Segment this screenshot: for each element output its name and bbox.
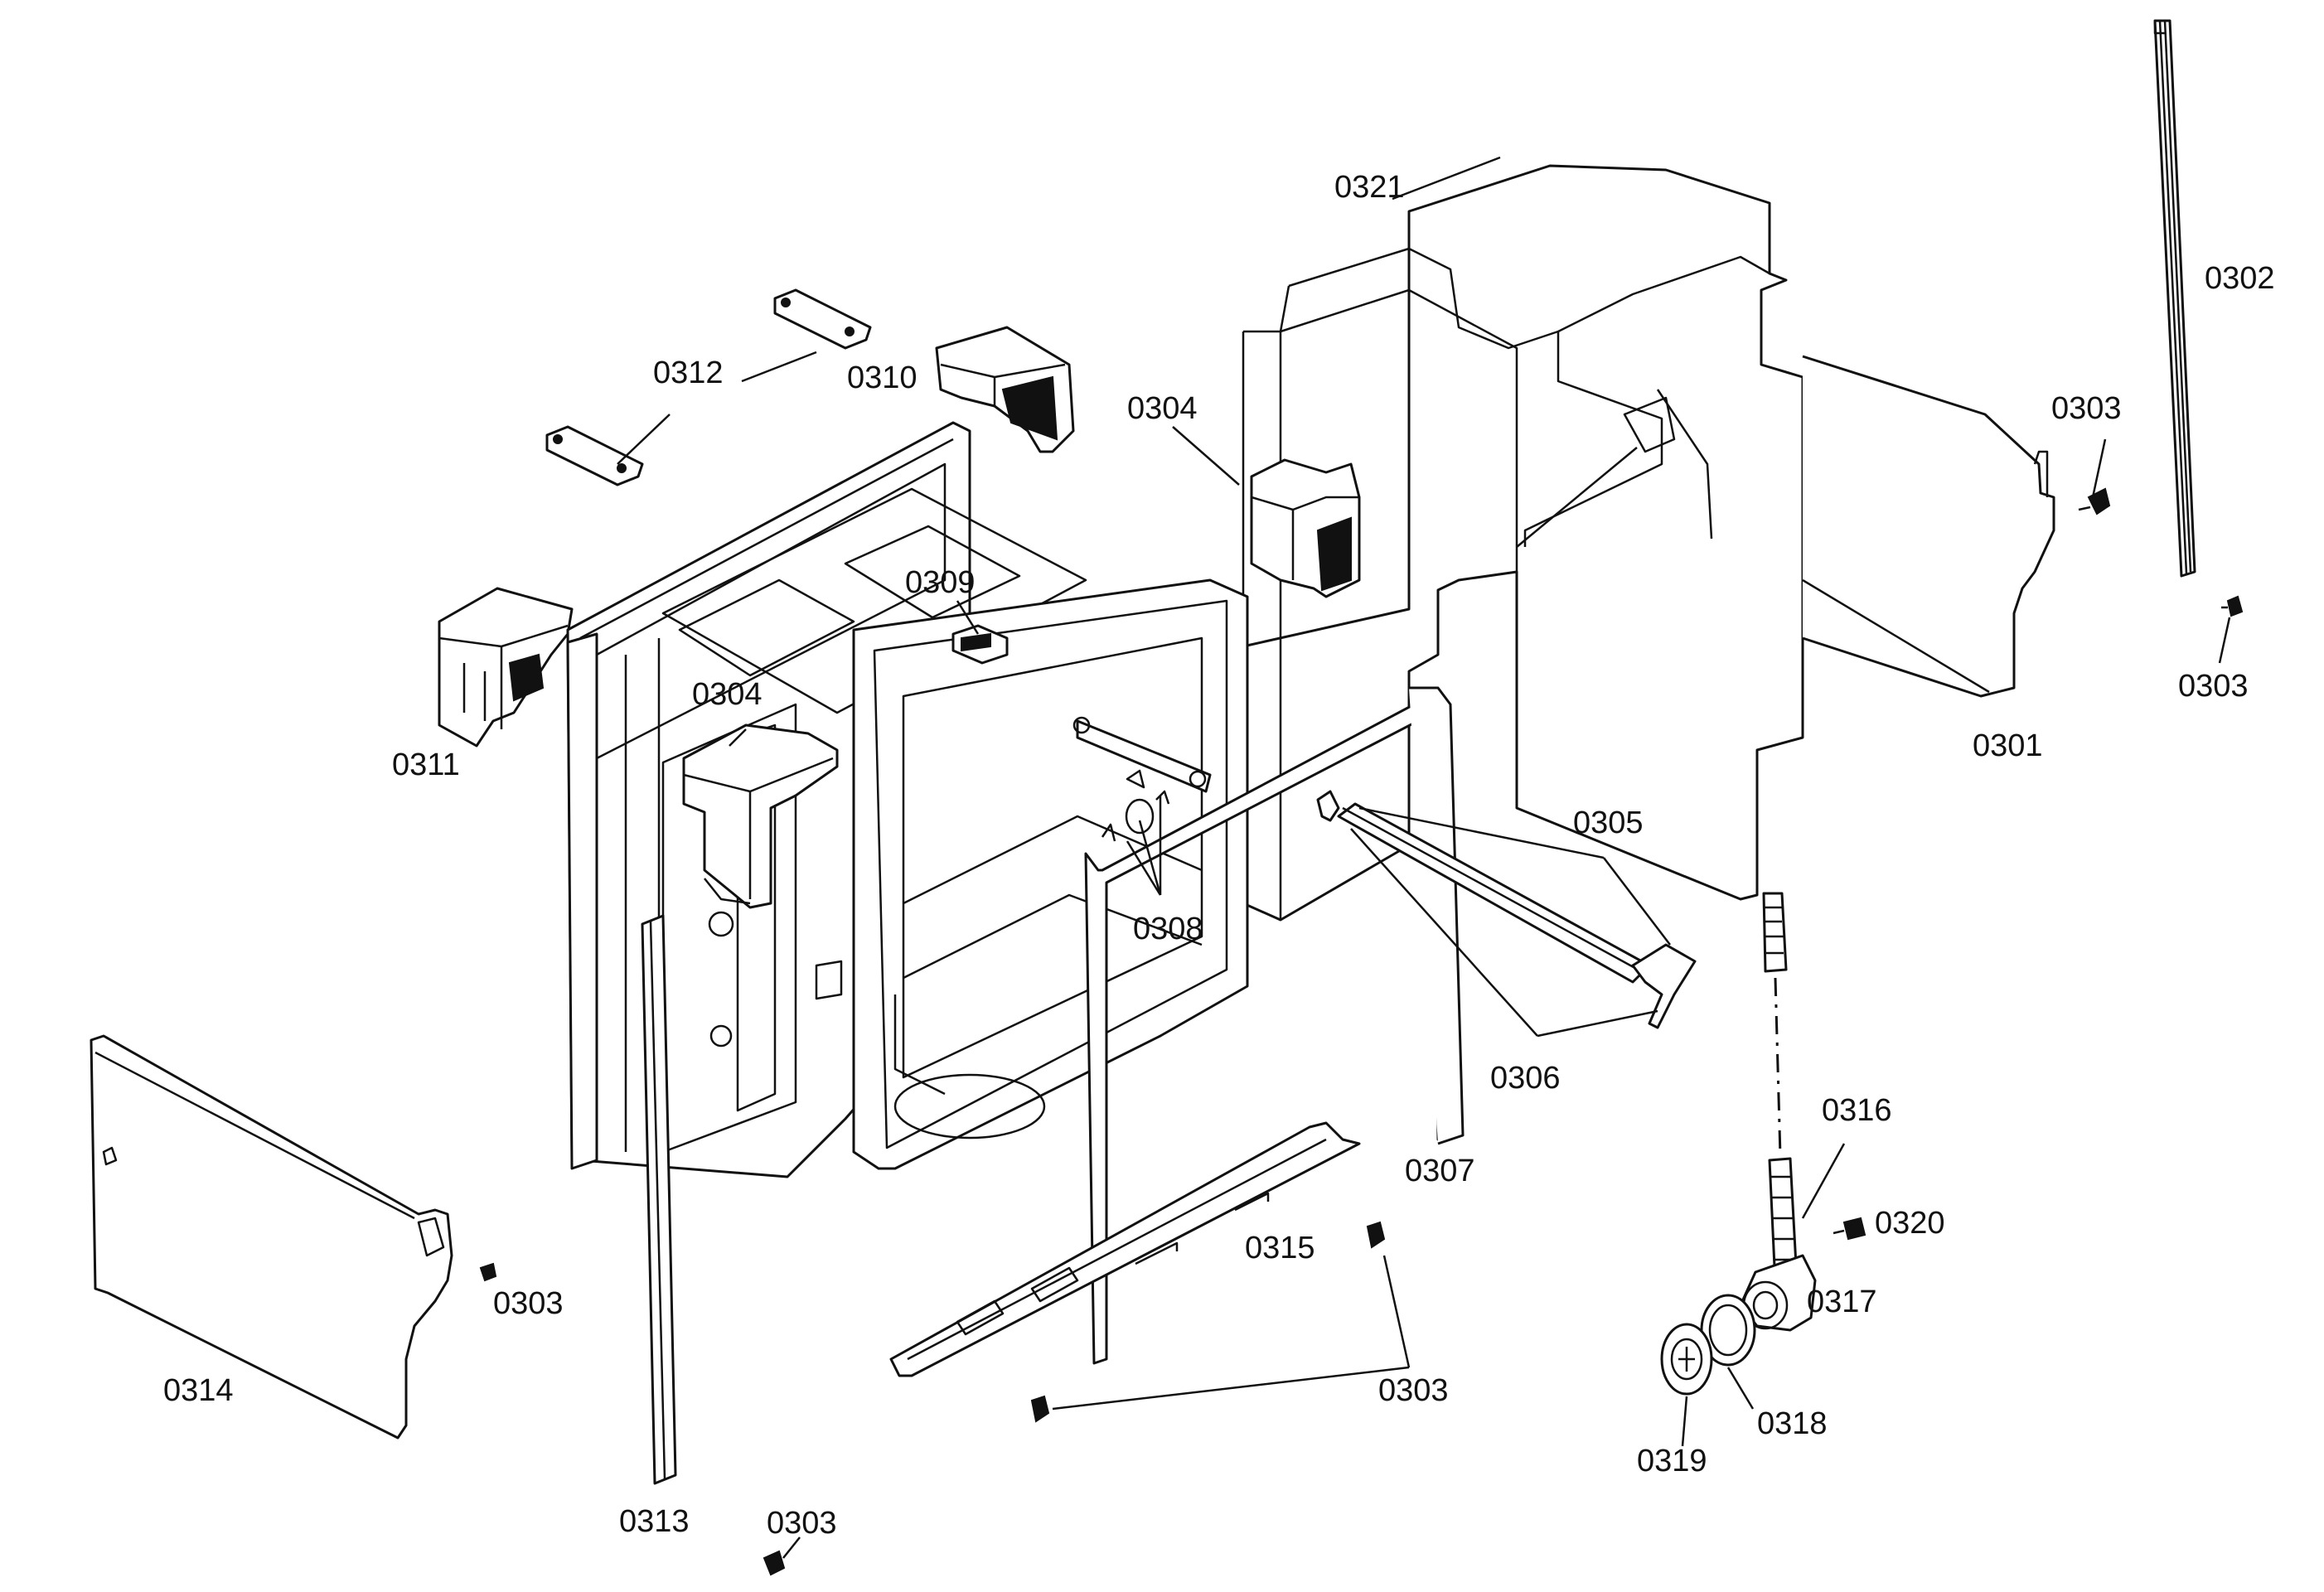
screw-0303-d: [1030, 1395, 1050, 1423]
callout-0301: 0301: [1973, 728, 2043, 763]
screw-0303-e: [479, 1262, 497, 1282]
screw-0303-c: [1366, 1221, 1386, 1249]
callout-0321: 0321: [1334, 170, 1405, 205]
callout-0303-right-upper: 0303: [2051, 391, 2122, 426]
callout-0315: 0315: [1245, 1231, 1315, 1265]
part-0315-plinth: [889, 1121, 1361, 1377]
part-0312-clip-lower: [545, 425, 644, 486]
part-0319-disc: [1660, 1323, 1713, 1396]
screw-0303-b: [2221, 595, 2244, 617]
callout-0319: 0319: [1637, 1444, 1707, 1478]
part-0305-tube: [1316, 790, 1697, 1029]
callout-0305: 0305: [1573, 806, 1644, 840]
callout-0318: 0318: [1757, 1406, 1828, 1441]
callout-0317: 0317: [1807, 1285, 1877, 1319]
callout-0307: 0307: [1405, 1154, 1475, 1188]
callout-0303-right-lower: 0303: [2178, 669, 2249, 704]
part-0316-spring: [1762, 892, 1799, 1286]
screw-0320: [1833, 1217, 1866, 1241]
part-0302-rail: [2153, 19, 2196, 578]
callout-0302: 0302: [2205, 261, 2275, 296]
callout-0313: 0313: [619, 1504, 690, 1539]
callout-0312: 0312: [653, 356, 724, 390]
callout-0316: 0316: [1822, 1093, 1892, 1128]
callout-0304-upper: 0304: [1127, 391, 1198, 426]
callout-labels: 0321 0302 0312 0310 0304 0303 0309 0304 …: [163, 170, 2275, 1541]
callout-0304-lower: 0304: [692, 677, 763, 712]
part-tub: [566, 421, 1249, 1178]
callout-0303-bottom-left: 0303: [767, 1506, 837, 1541]
callout-0306: 0306: [1490, 1061, 1561, 1096]
callout-0309: 0309: [905, 565, 976, 600]
callout-0314: 0314: [163, 1373, 234, 1408]
part-0314-panel: [90, 1034, 453, 1440]
callout-0308: 0308: [1133, 912, 1203, 946]
callout-0303-left: 0303: [493, 1286, 564, 1321]
part-0311-module: [438, 587, 574, 748]
part-0310-module: [935, 326, 1075, 453]
part-0312-clip-upper: [773, 288, 872, 350]
callout-0303-bottom-center: 0303: [1378, 1373, 1449, 1408]
part-0301-side-panel: [1802, 355, 2055, 698]
callout-0311: 0311: [392, 748, 460, 782]
part-0318-ring: [1700, 1294, 1756, 1367]
callout-0320: 0320: [1875, 1206, 1945, 1241]
callout-0310: 0310: [847, 360, 917, 395]
leader-lines: [617, 156, 2231, 1559]
part-0313-strip: [641, 914, 677, 1485]
screw-0303-f: [763, 1550, 786, 1576]
part-0307-gasket: [1084, 686, 1465, 1365]
